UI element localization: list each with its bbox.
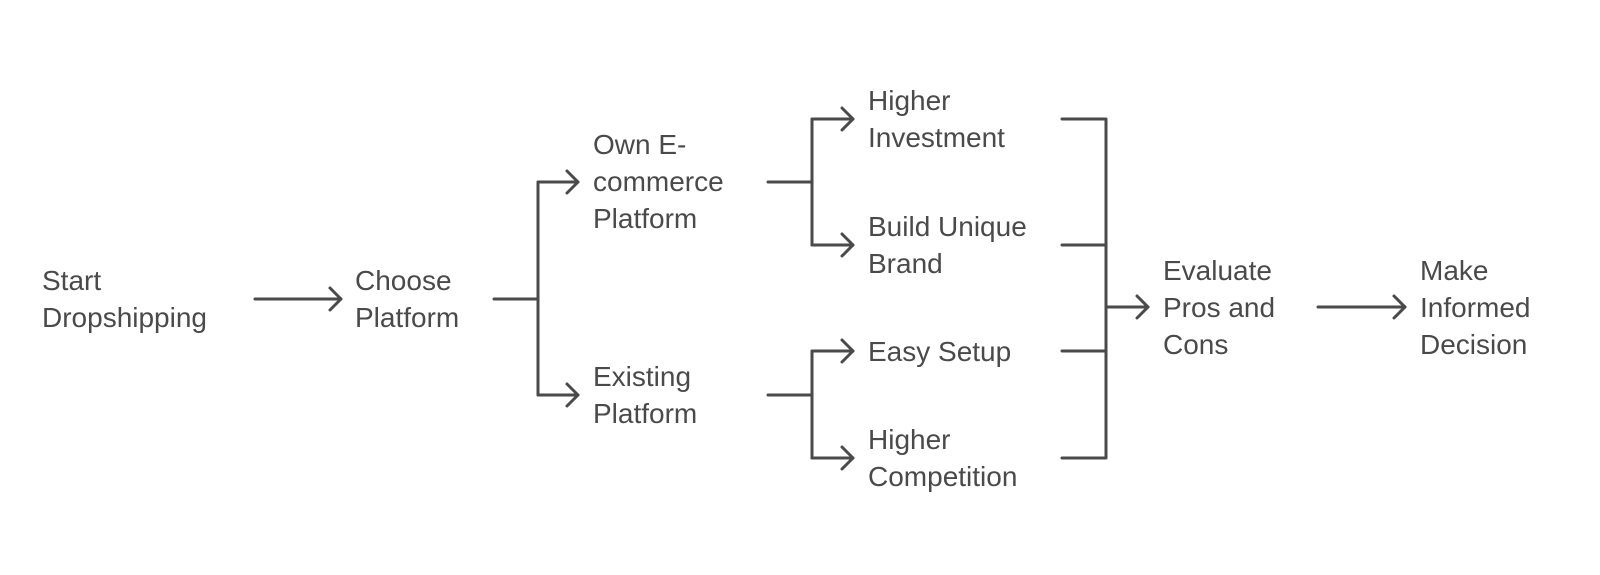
edge-choose-branch: [492, 180, 540, 397]
arrowhead-higher-competition: [840, 445, 855, 471]
node-build-unique-brand: Build Unique Brand: [868, 211, 1027, 279]
edge-existing-branch: [766, 349, 814, 460]
arrowhead-evaluate: [1135, 294, 1150, 320]
node-higher-competition: Higher Competition: [868, 424, 1018, 492]
arrowhead-own-platform: [565, 169, 580, 195]
edge-own-branch: [766, 117, 814, 247]
node-easy-setup: Easy Setup: [868, 336, 1012, 367]
node-make-informed-decision: Make Informed Decision: [1420, 255, 1531, 360]
arrowhead-higher-investment: [840, 106, 855, 132]
edge-merge-bracket: [1060, 117, 1108, 460]
node-own-ecommerce-platform: Own E- commerce Platform: [593, 129, 724, 234]
arrowhead-easy-setup: [840, 338, 855, 364]
node-existing-platform: Existing Platform: [593, 361, 698, 429]
arrowhead-build-brand: [840, 232, 855, 258]
arrowhead-existing-platform: [565, 382, 580, 408]
arrowhead-choose: [328, 286, 343, 312]
node-choose-platform: Choose Platform: [355, 265, 460, 333]
node-evaluate-pros-cons: Evaluate Pros and Cons: [1163, 255, 1276, 360]
arrowhead-decision: [1392, 294, 1407, 320]
node-start-dropshipping: Start Dropshipping: [42, 265, 207, 333]
node-higher-investment: Higher Investment: [868, 85, 1005, 153]
